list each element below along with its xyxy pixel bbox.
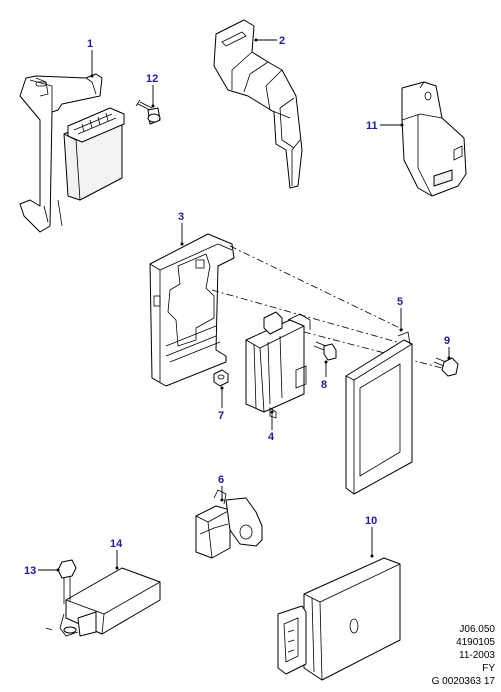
- svg-text:10: 10: [365, 515, 377, 527]
- callout-10: 10: [365, 515, 377, 558]
- reference-number: 4190105: [456, 637, 495, 648]
- callout-8: 8: [321, 360, 328, 391]
- part-9-screw: [433, 357, 459, 377]
- callout-9: 9: [444, 335, 451, 360]
- svg-text:5: 5: [397, 296, 403, 308]
- svg-text:8: 8: [321, 379, 327, 391]
- callout-3: 3: [178, 211, 184, 246]
- svg-text:3: 3: [178, 211, 184, 223]
- callout-1: 1: [87, 38, 94, 78]
- reference-date: 11-2003: [459, 650, 495, 661]
- svg-text:12: 12: [146, 73, 158, 85]
- part-3-mounting-plate: [149, 233, 235, 387]
- svg-text:2: 2: [279, 35, 285, 47]
- part-5-cover-plate: [345, 331, 413, 495]
- callout-14: 14: [110, 538, 123, 570]
- svg-text:4: 4: [268, 431, 275, 443]
- part-8-bolt: [313, 341, 337, 361]
- svg-text:11: 11: [366, 120, 378, 132]
- callout-6: 6: [218, 474, 224, 502]
- callout-12: 12: [146, 73, 158, 108]
- part-10-large-module: [277, 557, 401, 681]
- svg-text:9: 9: [444, 335, 450, 347]
- reference-drawing-id: G 0020363 17: [431, 676, 495, 687]
- svg-text:13: 13: [24, 565, 36, 577]
- callout-7: 7: [218, 386, 224, 422]
- svg-text:6: 6: [218, 474, 224, 486]
- part-14-module: [45, 567, 161, 637]
- alignment-lines: [211, 245, 443, 369]
- callout-13: 13: [24, 565, 60, 577]
- part-2-angled-bracket: [213, 19, 303, 189]
- svg-text:14: 14: [110, 538, 123, 550]
- reference-code: J06.050: [459, 624, 495, 635]
- callout-11: 11: [366, 120, 404, 132]
- part-7-nut: [213, 369, 229, 387]
- svg-text:1: 1: [87, 38, 93, 50]
- part-1-bracket-module: [19, 73, 125, 233]
- svg-text:7: 7: [218, 410, 224, 422]
- part-12-screw: [135, 99, 161, 125]
- reference-region: FY: [482, 663, 495, 674]
- callout-2: 2: [254, 35, 285, 47]
- callout-5: 5: [397, 296, 403, 332]
- part-11-bracket: [401, 81, 467, 197]
- part-6-sensor: [195, 489, 263, 559]
- drawing-reference-block: J06.050 4190105 11-2003 FY G 0020363 17: [432, 623, 495, 688]
- part-4-control-module: [245, 311, 311, 419]
- callout-4: 4: [268, 410, 275, 443]
